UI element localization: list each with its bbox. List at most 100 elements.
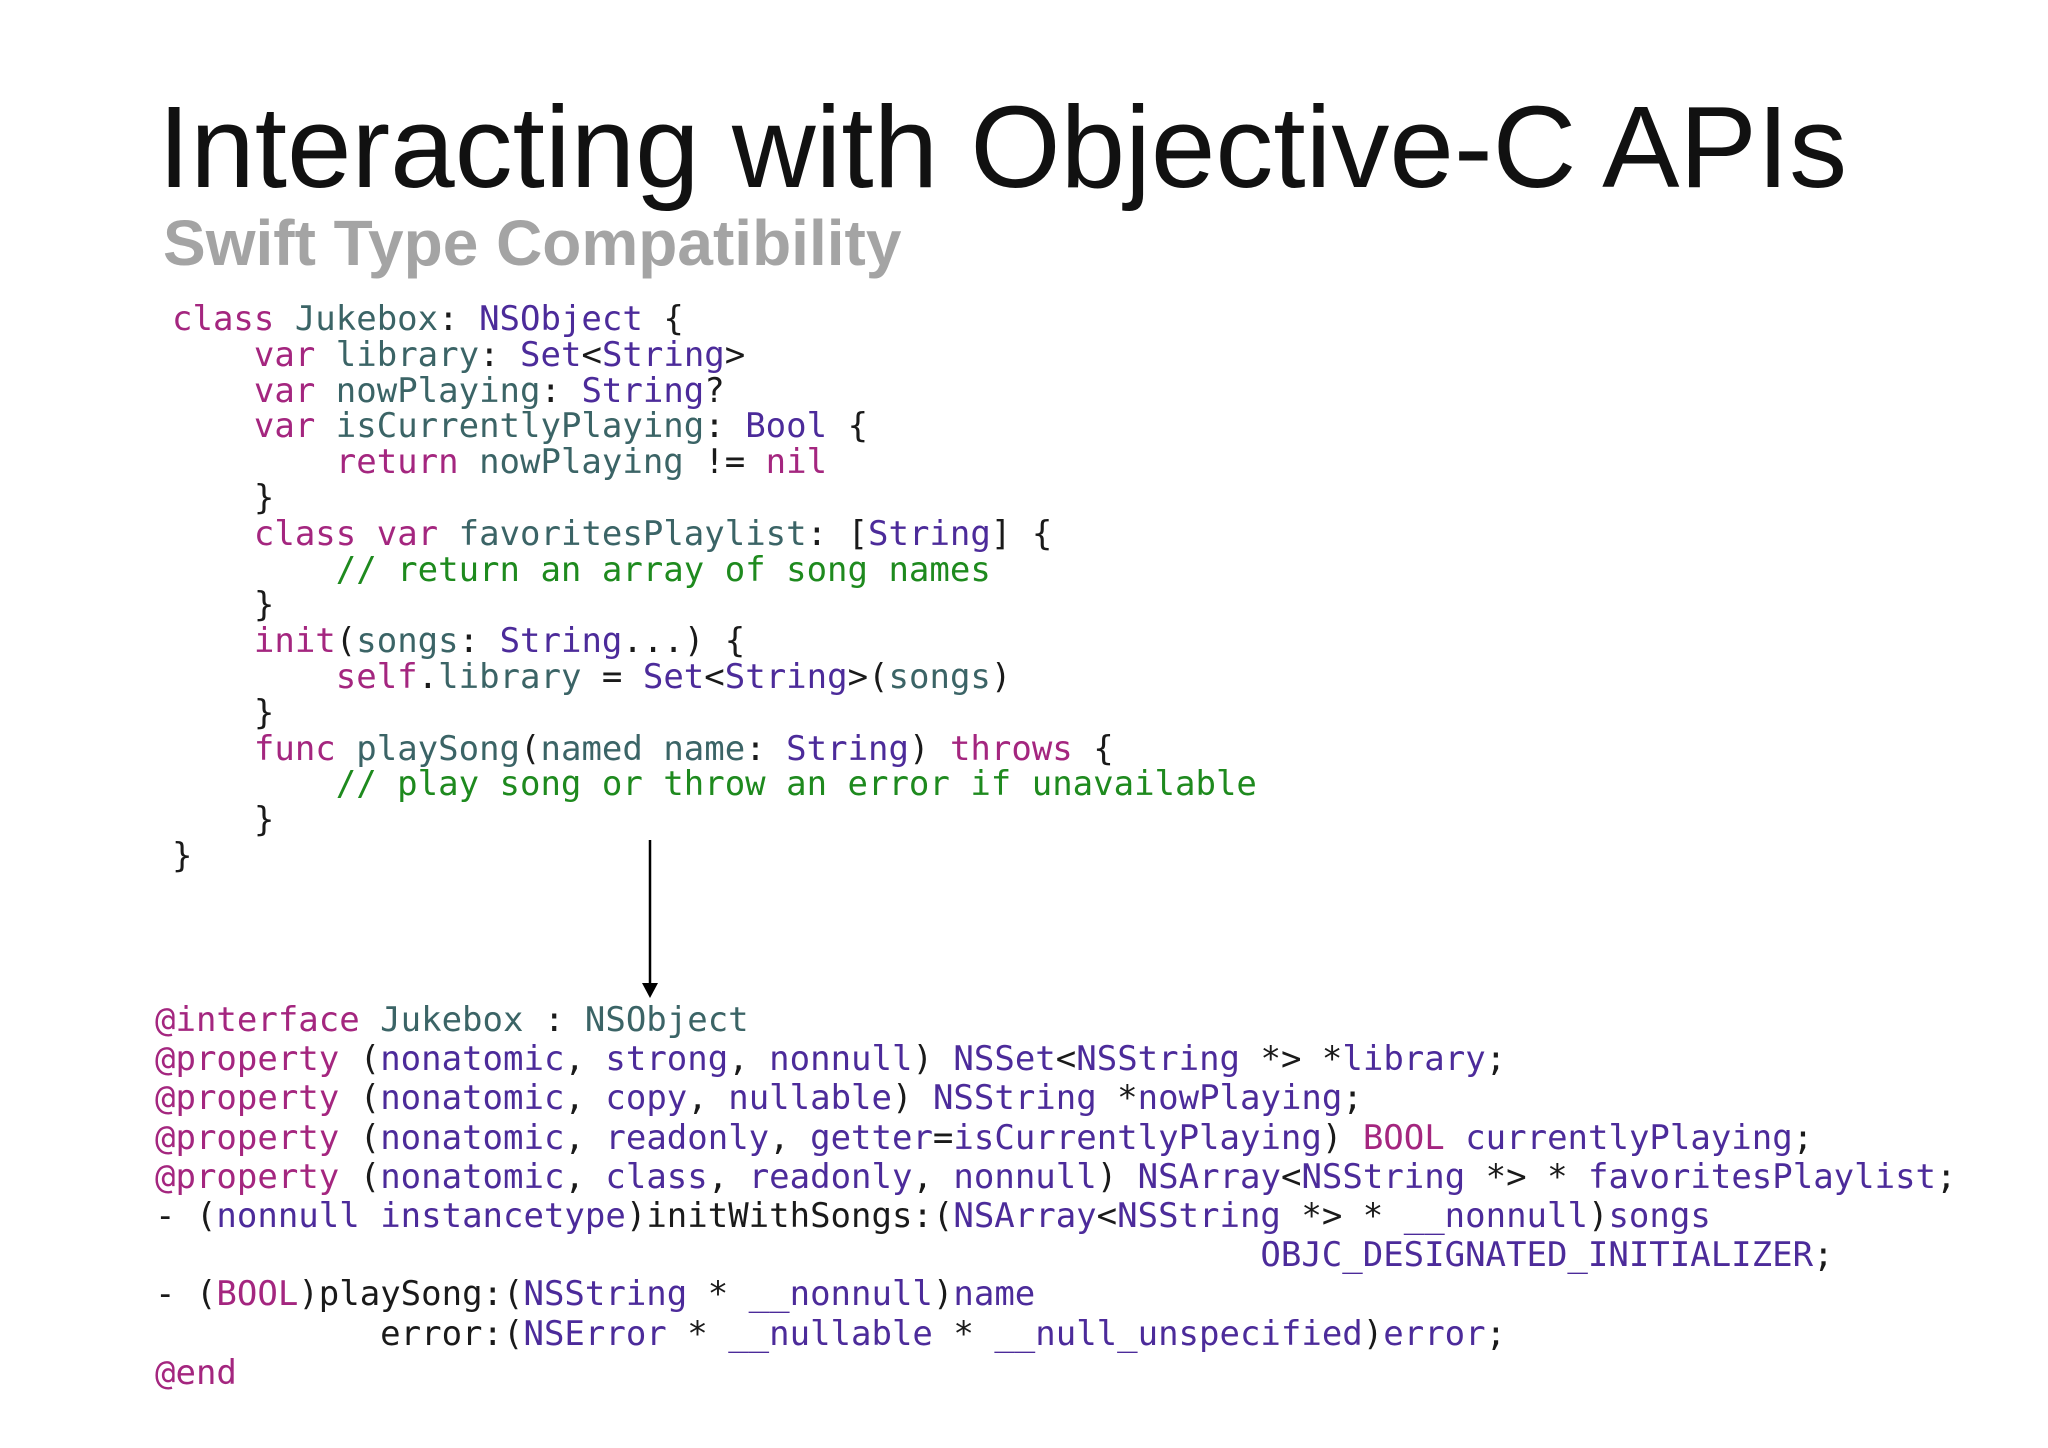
code-token-comment: // return an array of song names bbox=[335, 549, 991, 590]
code-token-plain: error:( bbox=[155, 1313, 524, 1354]
code-line: } bbox=[172, 585, 1257, 626]
code-token-plain: = bbox=[581, 656, 643, 697]
code-token-plain: < bbox=[704, 656, 725, 697]
code-token-identifier: isCurrentlyPlaying bbox=[315, 406, 705, 447]
code-token-plain: ...) { bbox=[622, 621, 746, 662]
code-token-plain: : bbox=[479, 334, 521, 375]
code-token-type: String bbox=[499, 621, 623, 662]
code-token-plain: : bbox=[745, 728, 787, 769]
code-token-keyword: @property bbox=[155, 1078, 340, 1119]
code-token-keyword: @end bbox=[155, 1352, 237, 1393]
code-token-plain: != bbox=[683, 442, 766, 483]
code-token-plain: >( bbox=[847, 656, 889, 697]
code-token-plain: ; bbox=[1813, 1235, 1834, 1276]
code-token-type: isCurrentlyPlaying bbox=[953, 1117, 1322, 1158]
code-token-plain: ) bbox=[1321, 1117, 1363, 1158]
code-token-keyword: throws bbox=[949, 728, 1073, 769]
code-token-plain: * bbox=[1096, 1078, 1138, 1119]
code-token-type: NSObject bbox=[479, 299, 643, 339]
code-token-type: nonatomic bbox=[380, 1078, 565, 1119]
code-token-plain: ) bbox=[912, 1039, 954, 1080]
code-token-plain: *> * bbox=[1240, 1039, 1343, 1080]
code-line: } bbox=[172, 692, 1257, 733]
code-token-plain: = bbox=[932, 1117, 954, 1158]
code-line: // return an array of song names bbox=[172, 549, 1257, 590]
code-line: @property (nonatomic, copy, nullable) NS… bbox=[155, 1079, 1957, 1118]
code-token-plain: ; bbox=[1936, 1156, 1957, 1197]
code-line: var isCurrentlyPlaying: Bool { bbox=[172, 406, 1257, 447]
code-token-type: String bbox=[724, 656, 848, 697]
code-line: class var favoritesPlaylist: [String] { bbox=[172, 513, 1257, 554]
code-token-plain: < bbox=[1096, 1195, 1118, 1236]
code-token-identifier: NSObject bbox=[584, 1000, 749, 1040]
code-token-type: currentlyPlaying bbox=[1444, 1117, 1793, 1158]
code-token-keyword: var bbox=[253, 334, 316, 375]
code-token-plain: : bbox=[458, 621, 500, 662]
code-token-plain: { bbox=[1072, 728, 1114, 769]
objc-code-block: @interface Jukebox : NSObject@property (… bbox=[155, 1000, 1957, 1393]
code-token-type: NSString bbox=[1117, 1195, 1281, 1236]
code-token-type: NSString bbox=[523, 1274, 688, 1315]
code-token-type: readonly bbox=[748, 1156, 913, 1197]
down-arrow-icon bbox=[642, 840, 658, 998]
code-line: - (BOOL)playSong:(NSString * __nonnull)n… bbox=[155, 1275, 1957, 1314]
code-token-type: copy bbox=[605, 1078, 688, 1119]
code-token-type: __nonnull bbox=[1403, 1195, 1588, 1236]
code-token-plain: *> * bbox=[1465, 1156, 1589, 1197]
code-token-type: NSString bbox=[1301, 1156, 1466, 1197]
code-token-plain: ) bbox=[1096, 1156, 1138, 1197]
code-token-type: NSError bbox=[523, 1313, 667, 1354]
code-token-type: NSArray bbox=[953, 1195, 1097, 1236]
code-token-type: favoritesPlaylist bbox=[1588, 1156, 1937, 1197]
code-token-plain: ? bbox=[704, 370, 725, 411]
code-token-type: readonly bbox=[605, 1117, 770, 1158]
code-token-type: NSArray bbox=[1137, 1156, 1281, 1197]
code-token-plain: ) bbox=[908, 728, 950, 769]
code-token-plain bbox=[172, 335, 254, 375]
code-token-type: Bool bbox=[745, 406, 828, 447]
code-token-keyword: var bbox=[253, 370, 316, 411]
code-token-plain: - ( bbox=[155, 1274, 217, 1315]
code-line: @property (nonatomic, class, readonly, n… bbox=[155, 1156, 1957, 1197]
code-token-plain: ( bbox=[339, 1156, 381, 1197]
code-token-keyword: var bbox=[376, 513, 439, 554]
code-token-plain bbox=[172, 621, 254, 661]
code-token-identifier: library bbox=[315, 334, 480, 375]
code-token-plain: ] { bbox=[990, 513, 1053, 554]
code-token-type: name bbox=[953, 1274, 1036, 1315]
code-token-type: library bbox=[1342, 1039, 1486, 1080]
code-token-plain bbox=[360, 1196, 380, 1236]
code-token-plain: , bbox=[564, 1078, 606, 1119]
code-line: @property (nonatomic, readonly, getter=i… bbox=[155, 1117, 1957, 1158]
code-token-plain bbox=[155, 1235, 1260, 1275]
code-token-identifier: favoritesPlaylist bbox=[438, 513, 807, 554]
code-token-plain: *> * bbox=[1280, 1195, 1404, 1236]
code-token-plain: ( bbox=[339, 1039, 381, 1080]
code-line: var nowPlaying: String? bbox=[172, 370, 1257, 411]
code-line: // play song or throw an error if unavai… bbox=[172, 764, 1257, 805]
code-token-identifier: nowPlaying bbox=[458, 442, 684, 483]
code-line: } bbox=[172, 802, 1257, 839]
code-token-plain: , bbox=[564, 1117, 606, 1158]
code-token-keyword: @property bbox=[155, 1156, 340, 1197]
code-token-keyword: init bbox=[253, 621, 336, 662]
code-line: error:(NSError * __nullable * __null_uns… bbox=[155, 1313, 1957, 1354]
code-token-plain: } bbox=[172, 692, 275, 733]
code-token-plain bbox=[172, 442, 336, 482]
code-token-plain: } bbox=[172, 585, 275, 626]
code-token-plain: * bbox=[687, 1274, 749, 1315]
code-line: return nowPlaying != nil bbox=[172, 442, 1257, 483]
code-token-plain: ( bbox=[520, 728, 541, 769]
code-token-comment: // play song or throw an error if unavai… bbox=[335, 764, 1257, 805]
code-token-plain: , bbox=[728, 1039, 770, 1080]
code-token-type: NSString bbox=[932, 1078, 1097, 1119]
code-token-plain: ) bbox=[932, 1274, 954, 1315]
code-token-plain: , bbox=[564, 1156, 606, 1197]
code-token-keyword: nil bbox=[765, 442, 828, 483]
code-token-identifier: named name bbox=[540, 728, 746, 769]
code-token-identifier: songs bbox=[356, 621, 459, 662]
code-token-plain: , bbox=[769, 1117, 811, 1158]
code-token-plain bbox=[172, 514, 254, 554]
code-token-plain bbox=[172, 764, 336, 804]
